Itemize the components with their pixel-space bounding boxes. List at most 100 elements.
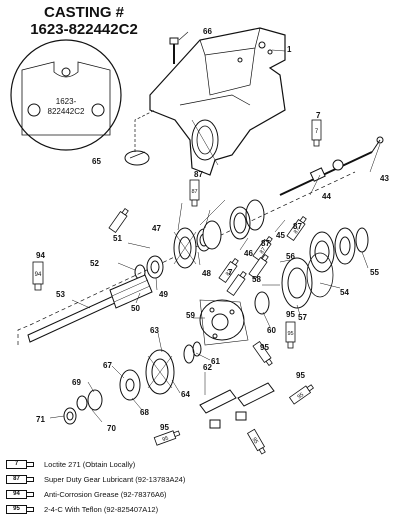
part-callout-63: 63 — [150, 326, 159, 335]
part-callout-95: 95 — [296, 371, 305, 380]
reverse-gear-part-64 — [145, 349, 175, 395]
part-callout-62: 62 — [203, 363, 212, 372]
part-callout-87: 87 — [293, 222, 302, 231]
part-callout-51: 51 — [113, 234, 122, 243]
legend-label: Loctite 271 (Obtain Locally) — [44, 459, 136, 469]
tube-code: 95 — [162, 436, 170, 444]
tube-code: 94 — [35, 272, 42, 278]
casting-title-line1: CASTING # — [43, 4, 124, 21]
legend-tube-icon: 94 — [6, 489, 36, 499]
part-callout-70: 70 — [107, 424, 116, 433]
tube-code: 95 — [251, 437, 259, 445]
legend-row-95: 95 2-4-C With Teflon (92-825407A12) — [6, 503, 158, 515]
part-callout-59: 59 — [186, 311, 195, 320]
legend-row-7: 7 Loctite 271 (Obtain Locally) — [6, 458, 135, 470]
shift-shaft-part-44 — [279, 136, 384, 196]
part-callout-65: 65 — [92, 157, 101, 166]
part-callout-53: 53 — [56, 290, 65, 299]
shift-components-part-62 — [199, 382, 275, 429]
part-callout-52: 52 — [90, 259, 99, 268]
tube-code: 87 — [225, 269, 233, 277]
thrust-washer-part-67 — [119, 369, 141, 401]
legend-label: 2-4-C With Teflon (92-825407A12) — [44, 504, 159, 514]
lubricant-tube-95-far: 95 — [288, 384, 314, 405]
forward-gear-part-54 — [281, 252, 334, 309]
part-callout-49: 49 — [159, 290, 168, 299]
legend-row-94: 94 Anti-Corrosion Grease (92-78376A6) — [6, 488, 167, 500]
legend-tube-icon: 95 — [6, 504, 36, 514]
part-callout-50: 50 — [131, 304, 140, 313]
part-callout-67: 67 — [103, 361, 112, 370]
tube-code: 87 — [293, 227, 301, 235]
lubricant-tube-7-lower — [248, 254, 269, 280]
lubricant-tube-87-right: 87 — [286, 216, 307, 242]
part-callout-87: 87 — [261, 239, 270, 248]
legend-label: Anti-Corrosion Grease (92-78376A6) — [44, 489, 167, 499]
legend-tube-icon: 7 — [6, 459, 36, 469]
part-callout-95: 95 — [260, 343, 269, 352]
inset-casting-line2: 822442C2 — [48, 107, 85, 116]
part-callout-46: 46 — [244, 249, 253, 258]
lubricant-tube-87-lower: 87 — [218, 258, 239, 284]
lubricant-tube-95-right: 95 — [285, 321, 296, 349]
inset-casting-line1: 1623- — [56, 97, 77, 106]
bearing-part-60 — [254, 291, 270, 315]
part-callout-71: 71 — [36, 415, 45, 424]
part-callout-7: 7 — [316, 111, 321, 120]
propshaft-part-59 — [199, 299, 249, 346]
lubricant-tube-87-left — [108, 208, 129, 234]
bearing-part-52 — [134, 255, 164, 280]
part-callout-94: 94 — [36, 251, 45, 260]
lubricant-tube-95-bottom-right: 95 — [246, 428, 266, 455]
lubricant-tube-95-bottom-left: 95 — [153, 430, 181, 446]
bearing-part-61 — [183, 341, 202, 364]
part-callout-47: 47 — [152, 224, 161, 233]
tube-code: 7 — [315, 129, 319, 135]
tube-code: 95 — [287, 331, 293, 337]
part-callout-55: 55 — [370, 268, 379, 277]
part-callout-69: 69 — [72, 378, 81, 387]
part-callout-54: 54 — [340, 288, 349, 297]
part-callout-56: 56 — [286, 252, 295, 261]
anode-part-65 — [124, 150, 150, 166]
part-callout-64: 64 — [181, 390, 190, 399]
part-callout-44: 44 — [322, 192, 331, 201]
part-callout-45: 45 — [276, 231, 285, 240]
bolt-part-66 — [169, 37, 179, 64]
retainer-part-69 — [76, 389, 103, 411]
lubricant-tube-87-mid: 87 — [252, 236, 273, 262]
gear-part-56 — [309, 227, 369, 273]
part-callout-95: 95 — [160, 423, 169, 432]
legend-tube-icon: 87 — [6, 474, 36, 484]
casting-number: 1623-822442C2 — [30, 21, 138, 38]
nut-part-71 — [63, 407, 77, 425]
tube-code: 87 — [191, 189, 197, 195]
exploded-parts-diagram: 1623- 822442C2 — [10, 27, 389, 455]
lubricant-tube-7-gear — [226, 271, 247, 297]
part-callout-48: 48 — [202, 269, 211, 278]
tube-code: 95 — [297, 392, 305, 400]
lubricant-tube-95-mid — [252, 340, 273, 366]
part-callout-1: 1 — [287, 45, 292, 54]
part-callout-7: 7 — [228, 268, 233, 277]
casting-title: CASTING # 1623-822442C2 — [0, 4, 168, 38]
lubricant-tube-7-upper: 7 — [311, 119, 322, 147]
lubricant-tube-94: 94 — [32, 261, 44, 291]
legend-label: Super Duty Gear Lubricant (92-13783A24) — [44, 474, 186, 484]
part-callout-95: 95 — [286, 310, 295, 319]
part-callout-57: 57 — [298, 313, 307, 322]
part-callout-61: 61 — [211, 357, 220, 366]
pinion-gear-part-47 — [173, 227, 197, 269]
part-callout-58: 58 — [252, 275, 261, 284]
tube-code: 87 — [259, 247, 267, 255]
part-callout-87: 87 — [194, 170, 203, 179]
driveshaft-part-53 — [27, 274, 153, 343]
legend-row-87: 87 Super Duty Gear Lubricant (92-13783A2… — [6, 473, 185, 485]
part-callout-43: 43 — [380, 174, 389, 183]
gear-housing — [149, 27, 286, 176]
lubricant-tube-87-upper: 87 — [189, 179, 200, 207]
casting-inset: 1623- 822442C2 — [10, 39, 122, 151]
bearing-part-46 — [202, 199, 265, 250]
part-callout-68: 68 — [140, 408, 149, 417]
part-callout-66: 66 — [203, 27, 212, 36]
